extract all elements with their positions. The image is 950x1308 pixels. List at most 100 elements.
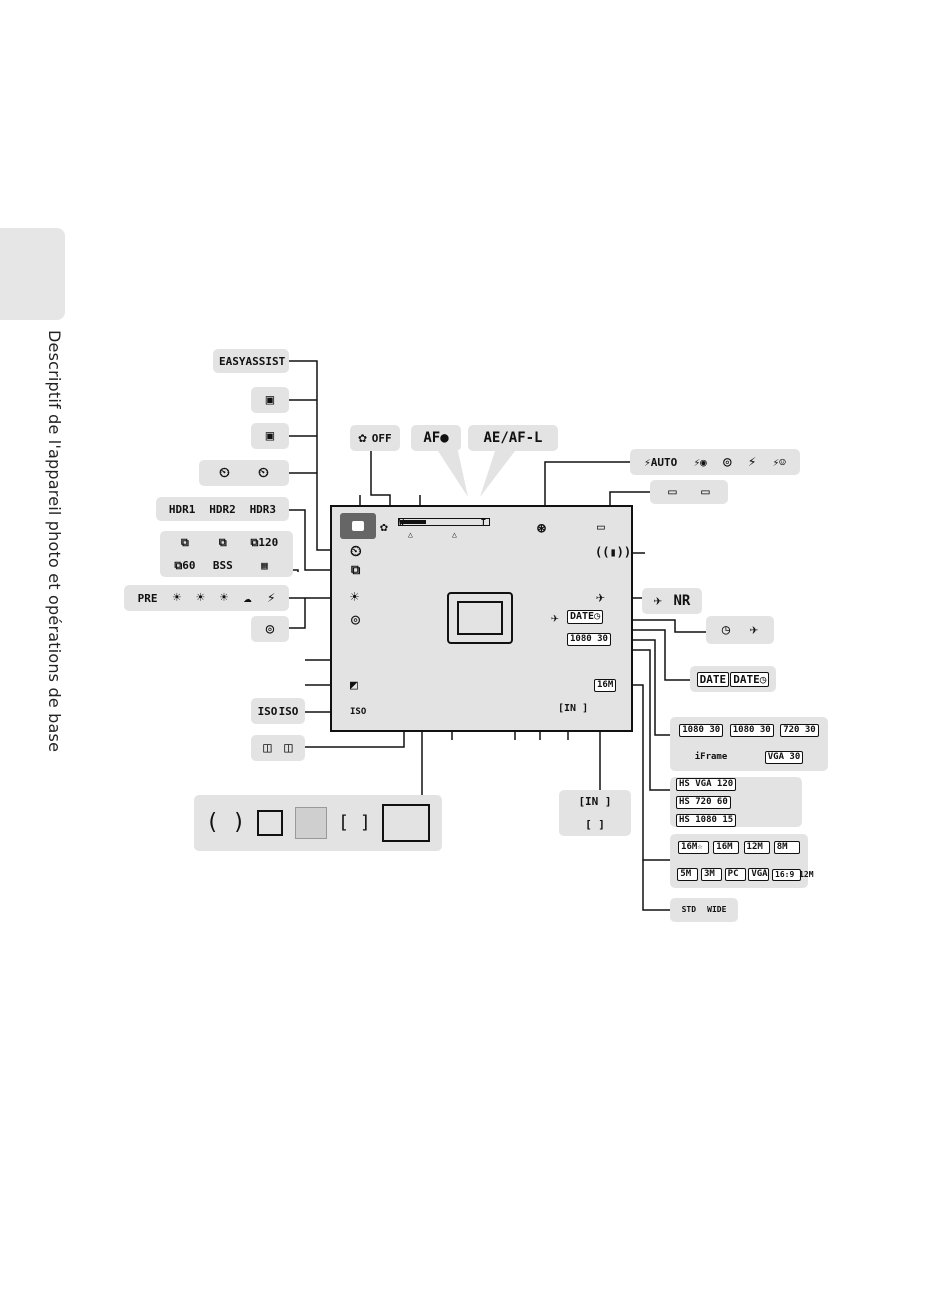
movie-720-icon: 720 30 [780, 724, 819, 737]
continuous-60-icon: ⧉60 [174, 559, 196, 572]
multi-shot-icon: ▦ [261, 559, 268, 572]
size-16m-star-icon: 16M☆ [678, 841, 710, 854]
size-5m-icon: 5M [677, 868, 699, 881]
flash-auto-icon: ⚡AUTO [644, 455, 678, 469]
flash-group: ⚡AUTO ⚡◉ ◎ ⚡ ⚡☺ [630, 449, 800, 475]
screen-color-icon: ◎ [351, 610, 361, 628]
panorama-std-icon: STD [681, 905, 697, 914]
pet-portrait-icon: ▣ [265, 392, 275, 408]
screen-vr-icon: ((▮)) [595, 545, 632, 559]
color-options-group: ◎ [251, 616, 289, 642]
macro-group: ✿ OFF [350, 425, 400, 451]
easy-icon: EASY [219, 354, 246, 368]
flash-fill-icon: ⚡ [747, 454, 757, 470]
focus-area [447, 592, 513, 644]
self-timer-group: ⏲ ⏲ [199, 460, 289, 486]
iso-icon: ISO [257, 704, 278, 718]
travel-group: ◷ ✈ [706, 616, 774, 644]
af-group: AF● [411, 425, 461, 451]
wb-fluorescent-icon: ☀ [219, 590, 229, 606]
continuous-group: ⧉ ⧉ ⧉120 ⧉60 BSS ▦ [160, 531, 293, 577]
movie-vga-icon: VGA 30 [764, 751, 804, 764]
auto-area-icon [257, 810, 284, 836]
screen-wb-icon: ☀ [350, 588, 360, 606]
continuous-icon: ⧉ [181, 536, 189, 549]
hs-vga-icon: HS VGA 120 [676, 777, 737, 791]
pet-portrait-group: ▣ [251, 387, 289, 413]
remaining-card-icon: [ ] [585, 818, 605, 831]
flash-redeye-icon: ⚡◉ [693, 455, 707, 469]
movie-1080b-icon: 1080 30 [729, 724, 774, 737]
center-area-icon [382, 804, 431, 842]
size-12m-icon: 12M [743, 841, 770, 854]
wb-flash-icon: ⚡ [266, 590, 276, 606]
face-priority-icon: ( ) [205, 810, 246, 835]
wb-preset-icon: PRE [137, 591, 158, 605]
manual-area-icon: [ ] [338, 812, 371, 833]
screen-date-icon: DATE◷ [567, 610, 604, 624]
screen-exposure-icon: ◩ [350, 678, 358, 693]
iso-group: ISO ISO [251, 698, 305, 724]
easy-assist-group: EASY ASSIST [213, 349, 289, 373]
af-area-group: ( ) [ ] [194, 795, 442, 851]
hs-1080-icon: HS 1080 15 [676, 813, 737, 827]
movie-mode-2-icon: ◫ [284, 740, 293, 756]
wb-cloudy-icon: ☁ [243, 590, 252, 606]
size-3m-icon: 3M [700, 868, 723, 881]
continuous-120-icon: ⧉120 [250, 536, 279, 549]
remaining-internal-icon: [IN ] [578, 795, 612, 808]
macro-off-icon: OFF [371, 431, 392, 445]
nr-group: ✈ NR [642, 588, 702, 614]
zoom-tele-label: T [481, 518, 486, 527]
screen-size-icon: 16M [594, 679, 617, 692]
zoom-bar-fill [400, 520, 426, 524]
screen-movie-icon: 1080 30 [567, 633, 611, 646]
macro-icon: ✿ [358, 430, 367, 446]
flash-slow-icon: ⚡☺ [772, 455, 786, 469]
panorama-wide-icon: WIDE [707, 905, 727, 914]
remaining-group: [IN ] [ ] [559, 790, 631, 836]
hdr1-icon: HDR1 [168, 502, 196, 516]
panorama-group: STD WIDE [670, 898, 738, 922]
self-timer-icon: ⏲ [219, 465, 230, 481]
subject-tracking-icon [294, 807, 327, 839]
bss-icon: BSS [212, 559, 233, 572]
ae-af-lock-group: AE/AF-L [468, 425, 558, 451]
zoom-marker-2: △ [452, 530, 457, 539]
movie-1080-icon: 1080 30 [679, 724, 724, 737]
battery-low-icon: ▭ [701, 484, 710, 500]
movie-mode-icon: ◫ [263, 740, 272, 756]
color-options-icon: ◎ [265, 621, 275, 637]
continuous-h-icon: ⧉ [218, 536, 227, 549]
movie-mode-group: ◫ ◫ [251, 735, 305, 761]
hdr-group: HDR1 HDR2 HDR3 [156, 497, 289, 521]
screen-battery-icon: ▭ [597, 520, 605, 535]
wb-daylight-icon: ☀ [172, 590, 182, 606]
battery-group: ▭ ▭ [650, 480, 728, 504]
white-balance-group: PRE ☀ ☀ ☀ ☁ ⚡ [124, 585, 289, 611]
screen-nr-icon: ✈ [596, 588, 606, 606]
iframe-icon: iFrame [694, 752, 728, 762]
flash-off-icon: ◎ [723, 454, 732, 470]
self-timer-2-icon: ⏲ [258, 465, 269, 481]
screen-continuous-icon: ⧉ [351, 563, 361, 578]
date-time-icon: DATE◷ [730, 671, 770, 687]
battery-full-icon: ▭ [668, 484, 677, 500]
screen-iso-icon: ISO [350, 707, 367, 717]
screen-travel-icon: ✈ [551, 611, 559, 626]
date-stamp-group: DATE DATE◷ [690, 666, 776, 692]
travel-destination-icon: ✈ [749, 622, 759, 638]
size-8m-icon: 8M [773, 841, 800, 854]
ae-af-lock-icon: AE/AF-L [483, 430, 543, 446]
af-icon: AF● [423, 430, 449, 446]
size-16m-icon: 16M [713, 841, 740, 854]
smart-portrait-group: ▣ [251, 423, 289, 449]
size-vga-icon: VGA [748, 868, 770, 881]
camera-mode-icon [340, 513, 376, 539]
nr-motion-icon: ✈ [653, 593, 663, 609]
movie-options-group: 1080 30 1080 30 720 30 iFrame VGA 30 [670, 717, 828, 771]
hs-720-icon: HS 720 60 [676, 795, 731, 809]
screen-flash-icon: ⊛ [537, 519, 547, 537]
image-size-group: 16M☆ 16M 12M 8M 5M 3M PC VGA 16:9 12M [670, 834, 814, 888]
zoom-bar [398, 518, 490, 526]
